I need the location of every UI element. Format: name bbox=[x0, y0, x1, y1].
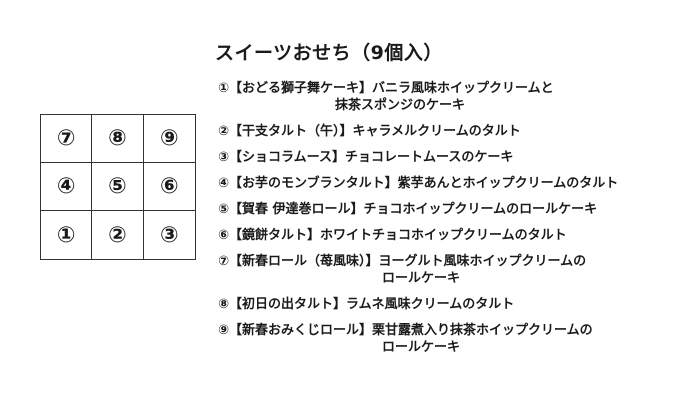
list-item: ⑨【新春おみくじロール】栗甘露煮入り抹茶ホイップクリームの ロールケーキ bbox=[218, 322, 688, 356]
grid-cell: ⑦ bbox=[41, 115, 93, 163]
item-text: ⑦【新春ロール（苺風味）】ヨーグルト風味ホイップクリームの bbox=[218, 254, 587, 269]
box-layout-grid: ⑦ ⑧ ⑨ ④ ⑤ ⑥ ① ② ③ bbox=[40, 114, 196, 260]
grid-cell: ③ bbox=[160, 222, 179, 248]
list-item: ②【干支タルト（午）】キャラメルクリームのタルト bbox=[218, 123, 688, 140]
grid-cell: ⑧ bbox=[92, 115, 144, 163]
grid-cell: ⑥ bbox=[143, 163, 195, 211]
list-item: ⑧【初日の出タルト】ラムネ風味クリームのタルト bbox=[218, 296, 688, 313]
list-item: ⑤【賀春 伊達巻ロール】チョコホイップクリームのロールケーキ bbox=[218, 201, 688, 218]
page-title: スイーツおせち（9個入） bbox=[215, 42, 443, 64]
grid-cell: ② bbox=[92, 211, 144, 259]
item-text: ⑤【賀春 伊達巻ロール】チョコホイップクリームのロールケーキ bbox=[218, 202, 598, 217]
item-text: ⑥【鏡餅タルト】ホワイトチョコホイップクリームのタルト bbox=[218, 228, 567, 243]
list-item: ①【おどる獅子舞ケーキ】バニラ風味ホイップクリームと 抹茶スポンジのケーキ bbox=[218, 80, 688, 114]
grid-cell: ⑤ bbox=[92, 163, 144, 211]
item-text: ②【干支タルト（午）】キャラメルクリームのタルト bbox=[218, 124, 521, 139]
list-item: ④【お芋のモンブランタルト】紫芋あんとホイップクリームのタルト bbox=[218, 175, 688, 192]
item-text: ③【ショコラムース】チョコレートムースのケーキ bbox=[218, 150, 514, 165]
item-text-continued: ロールケーキ bbox=[382, 340, 461, 355]
grid-cell: ④ bbox=[41, 163, 93, 211]
item-text-continued: ロールケーキ bbox=[382, 271, 461, 286]
item-list: ①【おどる獅子舞ケーキ】バニラ風味ホイップクリームと 抹茶スポンジのケーキ ②【… bbox=[218, 80, 688, 365]
list-item: ③【ショコラムース】チョコレートムースのケーキ bbox=[218, 149, 688, 166]
item-text-continued: 抹茶スポンジのケーキ bbox=[335, 98, 466, 113]
item-text: ①【おどる獅子舞ケーキ】バニラ風味ホイップクリームと bbox=[218, 81, 554, 96]
item-text: ⑧【初日の出タルト】ラムネ風味クリームのタルト bbox=[218, 297, 515, 312]
item-text: ⑨【新春おみくじロール】栗甘露煮入り抹茶ホイップクリームの bbox=[218, 323, 593, 338]
list-item: ⑦【新春ロール（苺風味）】ヨーグルト風味ホイップクリームの ロールケーキ bbox=[218, 253, 688, 287]
list-item: ⑥【鏡餅タルト】ホワイトチョコホイップクリームのタルト bbox=[218, 227, 688, 244]
grid-cell: ① bbox=[41, 211, 93, 259]
item-text: ④【お芋のモンブランタルト】紫芋あんとホイップクリームのタルト bbox=[218, 176, 619, 191]
grid-cell: ⑨ bbox=[143, 115, 195, 163]
